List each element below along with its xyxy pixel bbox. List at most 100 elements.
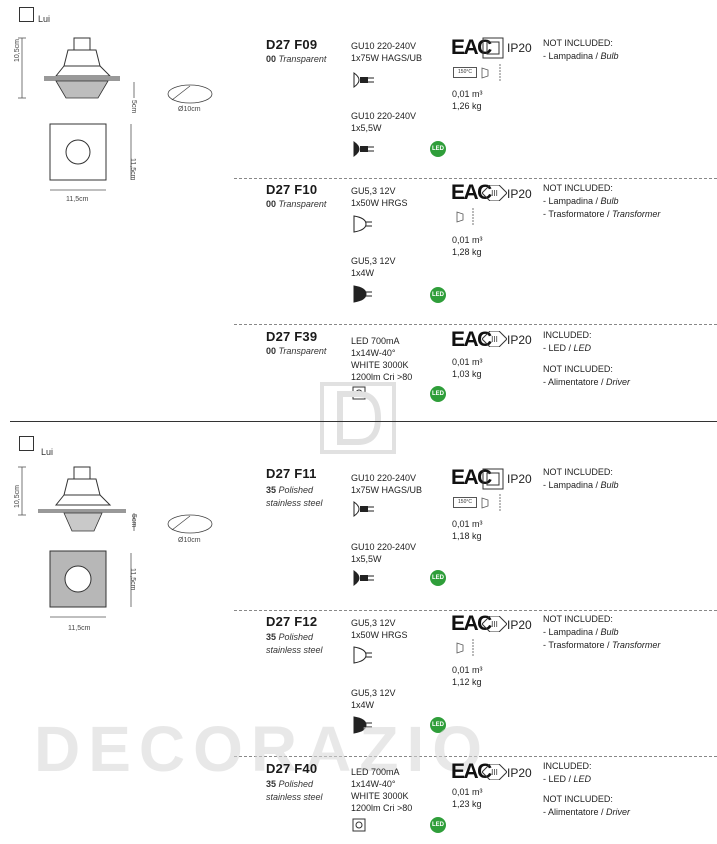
eac-mark-icon: EAC (451, 181, 492, 204)
svg-text:III: III (491, 189, 498, 198)
side-dimension: 11,5cm (129, 568, 136, 591)
hole-dimension: Ø10cm (178, 537, 201, 544)
cutout-diameter-icon (167, 84, 213, 104)
led-badge-icon: LED (430, 386, 446, 402)
halogen-bulb-icon (353, 72, 374, 88)
product-divider (234, 756, 717, 757)
product-code: D27 F40 (266, 761, 318, 776)
product-notes: INCLUDED: - LED / LED NOT INCLUDED: - Al… (543, 761, 631, 817)
cutout-diameter-icon (167, 514, 213, 534)
product-finish: 00 Transparent (266, 199, 327, 209)
product-code: D27 F12 (266, 614, 318, 629)
product-notes: NOT INCLUDED: - Lampadina / Bulb (543, 467, 619, 490)
width-dimension: 11,5cm (66, 196, 89, 203)
class-iii-icon: III (482, 764, 507, 780)
fixture-front-drawing (49, 550, 132, 618)
product-notes: NOT INCLUDED: - Lampadina / Bulb (543, 38, 619, 61)
eac-mark-icon: EAC (451, 36, 492, 59)
depth-dimension: 5cm (130, 100, 137, 114)
dichroic-bulb-icon (353, 646, 372, 664)
eac-mark-icon: EAC (451, 466, 492, 489)
product-code: D27 F11 (266, 466, 317, 481)
product-code: D27 F09 (266, 37, 318, 52)
led-bulb-icon (353, 141, 374, 157)
class-ii-icon (482, 468, 504, 490)
product-code: D27 F39 (266, 329, 318, 344)
height-dimension: 10,5cm (14, 485, 21, 508)
ip-rating: IP20 (507, 472, 532, 486)
led-badge-icon: LED (430, 141, 446, 157)
product-notes: NOT INCLUDED: - Lampadina / Bulb - Trasf… (543, 183, 661, 219)
lui-label: Lui (41, 447, 54, 457)
fixture-section-drawing (18, 37, 135, 99)
hole-dimension: Ø10cm (178, 106, 201, 113)
ip-rating: IP20 (507, 187, 532, 201)
depth-dimension: 5cm (130, 514, 137, 528)
led-badge-icon: LED (430, 570, 446, 586)
lui-label: Lui (38, 14, 51, 24)
product-divider (234, 324, 717, 325)
led-badge-icon: LED (430, 717, 446, 733)
eac-mark-icon: EAC (451, 612, 492, 635)
product-code: D27 F10 (266, 182, 318, 197)
ip-rating: IP20 (507, 333, 532, 347)
led-dichroic-bulb-icon (353, 285, 372, 303)
ip-rating: IP20 (507, 766, 532, 780)
temperature-mark-icon: 150°C (453, 67, 477, 78)
eac-mark-icon: EAC (451, 328, 492, 351)
spot-distance-icon (456, 639, 474, 657)
led-module-icon (352, 818, 366, 832)
product-finish: 00 Transparent (266, 54, 327, 64)
class-iii-icon: III (482, 616, 507, 632)
product-notes: NOT INCLUDED: - Lampadina / Bulb - Trasf… (543, 614, 661, 650)
fixture-section-drawing (18, 466, 135, 532)
product-finish: 00 Transparent (266, 346, 327, 356)
class-iii-icon: III (482, 331, 507, 347)
svg-text:III: III (491, 335, 498, 344)
ip-rating: IP20 (507, 618, 532, 632)
spot-distance-icon (481, 64, 501, 82)
led-dichroic-bulb-icon (353, 716, 372, 734)
eac-mark-icon: EAC (451, 760, 492, 783)
class-ii-icon (482, 37, 504, 59)
decorazio-logo-watermark (320, 382, 396, 454)
svg-text:III: III (491, 768, 498, 777)
dichroic-bulb-icon (353, 215, 372, 233)
height-dimension: 10,5cm (14, 39, 21, 62)
led-badge-icon: LED (430, 287, 446, 303)
decorazio-text-watermark: DECORAZIO (34, 713, 490, 785)
class-iii-icon: III (482, 185, 507, 201)
halogen-bulb-icon (353, 501, 374, 517)
lui-checkbox[interactable] (19, 436, 34, 451)
spot-distance-icon (456, 208, 474, 226)
width-dimension: 11,5cm (68, 625, 91, 632)
product-divider (234, 178, 717, 179)
led-badge-icon: LED (430, 817, 446, 833)
led-bulb-icon (353, 570, 374, 586)
svg-text:III: III (491, 620, 498, 629)
side-dimension: 11,5cm (129, 158, 136, 181)
ip-rating: IP20 (507, 41, 532, 55)
product-notes: INCLUDED: - LED / LED NOT INCLUDED: - Al… (543, 330, 631, 387)
lui-checkbox[interactable] (19, 7, 34, 22)
fixture-front-drawing (49, 123, 132, 191)
spot-distance-icon (481, 494, 501, 512)
